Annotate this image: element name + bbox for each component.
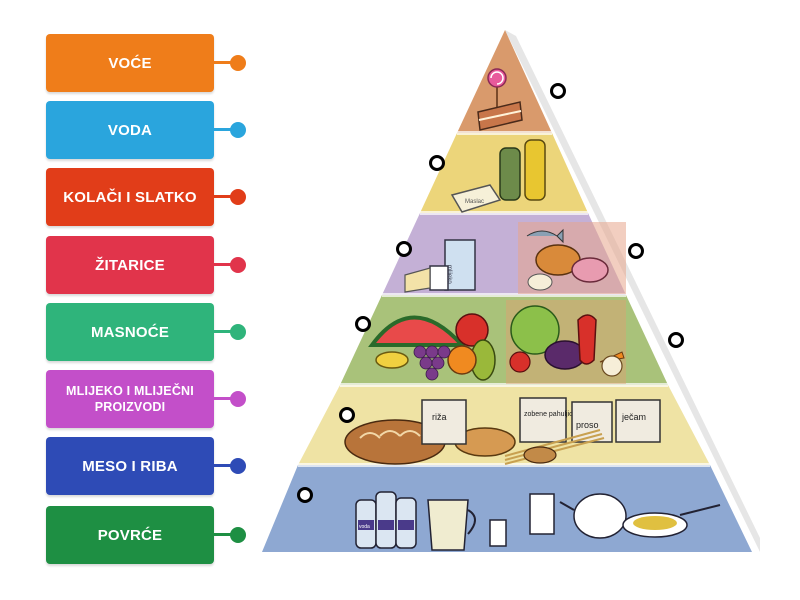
water-icon: voda <box>355 491 721 551</box>
label-kolaci-i-slatko[interactable]: KOLAČI I SLATKO <box>46 168 214 226</box>
drop-target-sweets[interactable] <box>550 83 566 99</box>
drop-target-dairy[interactable] <box>396 241 412 257</box>
fruit-icon <box>368 313 496 381</box>
connector-line <box>214 128 236 131</box>
connector-dot[interactable] <box>230 257 246 273</box>
connector-line <box>214 61 236 64</box>
pyramid-right-face <box>505 30 760 552</box>
drop-target-vegetables[interactable] <box>668 332 684 348</box>
bottle-label: voda <box>359 524 370 530</box>
connector-dot[interactable] <box>230 391 246 407</box>
label-povrce[interactable]: POVRĆE <box>46 506 214 564</box>
label-voce[interactable]: VOĆE <box>46 34 214 92</box>
drop-target-meat[interactable] <box>628 243 644 259</box>
connector-line <box>214 195 236 198</box>
connector-dot[interactable] <box>230 189 246 205</box>
label-voda[interactable]: VODA <box>46 101 214 159</box>
drop-target-fats[interactable] <box>429 155 445 171</box>
vegetables-icon <box>506 300 626 384</box>
tier-water <box>262 465 752 552</box>
connector-line <box>214 533 236 536</box>
label-masnoce[interactable]: MASNOĆE <box>46 303 214 361</box>
connector-dot[interactable] <box>230 55 246 71</box>
jar-label-zobene-pahuljice: zobene pahuljice <box>524 411 577 418</box>
meat-fish-icon <box>518 222 626 294</box>
jar-label-riza: riža <box>432 412 447 422</box>
connector-line <box>214 330 236 333</box>
drop-target-water[interactable] <box>297 487 313 503</box>
grains-icon: riža zobene pahuljice proso ječam <box>344 397 661 465</box>
oil-butter-icon: Maslac <box>450 139 546 213</box>
dairy-icon: mlijeko <box>404 239 476 293</box>
label-zitarice[interactable]: ŽITARICE <box>46 236 214 294</box>
connector-dot[interactable] <box>230 527 246 543</box>
jar-label-jecam: ječam <box>621 412 646 422</box>
connector-dot[interactable] <box>230 324 246 340</box>
drop-target-fruit[interactable] <box>355 316 371 332</box>
connector-dot[interactable] <box>230 122 246 138</box>
connector-line <box>214 397 236 400</box>
connector-line <box>214 464 236 467</box>
drop-target-grains[interactable] <box>339 407 355 423</box>
lollipop-cake-icon <box>477 68 523 131</box>
tier-separators <box>298 131 710 467</box>
label-mlijeko-i-mlijecni-proizvodi[interactable]: MLIJEKO I MLIJEČNI PROIZVODI <box>46 370 214 428</box>
connector-dot[interactable] <box>230 458 246 474</box>
connector-line <box>214 263 236 266</box>
butter-label: Maslac <box>465 199 484 205</box>
milk-label: mlijeko <box>446 265 452 284</box>
jar-label-proso: proso <box>576 420 599 430</box>
label-meso-i-riba[interactable]: MESO I RIBA <box>46 437 214 495</box>
